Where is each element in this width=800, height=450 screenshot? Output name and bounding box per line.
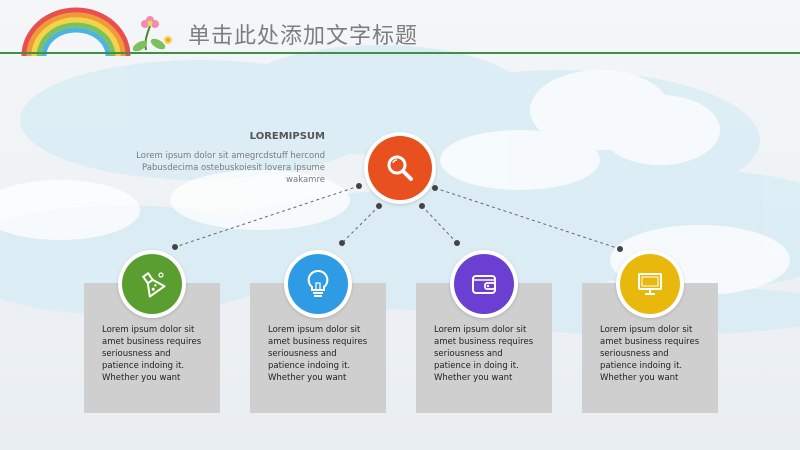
card-node-flask[interactable] [122, 254, 182, 314]
connector-dot [432, 185, 438, 191]
connector-dot [419, 203, 425, 209]
lightbulb-icon [307, 269, 329, 297]
wallet-icon [472, 275, 496, 294]
section-heading: LOREMIPSUM [249, 131, 325, 142]
connector-dot [339, 240, 345, 246]
card-text: Lorem ipsum dolor sit amet business requ… [434, 325, 534, 383]
connector-dot [617, 246, 623, 252]
card-node-lightbulb[interactable] [288, 254, 348, 314]
rainbow-logo [21, 7, 172, 56]
flask-icon [141, 271, 166, 298]
header-divider [0, 52, 800, 54]
card-text: Lorem ipsum dolor sit amet business requ… [268, 325, 368, 383]
connector-dot [172, 244, 178, 250]
center-node[interactable] [368, 136, 432, 200]
monitor-icon [638, 273, 662, 295]
info-card: Lorem ipsum dolor sit amet business requ… [84, 283, 220, 413]
card-node-monitor[interactable] [620, 254, 680, 314]
card-text: Lorem ipsum dolor sit amet business requ… [600, 325, 700, 383]
connector-dot [356, 183, 362, 189]
section-description: Lorem ipsum dolor sit amegrcdstuff herco… [136, 151, 325, 185]
flower-icon [132, 16, 172, 52]
slide-title[interactable]: 单击此处添加文字标题 [188, 24, 419, 49]
card-text: Lorem ipsum dolor sit amet business requ… [102, 325, 202, 383]
connector-dot [376, 203, 382, 209]
card-node-wallet[interactable] [454, 254, 514, 314]
search-icon [387, 155, 413, 181]
connector-dot [454, 240, 460, 246]
